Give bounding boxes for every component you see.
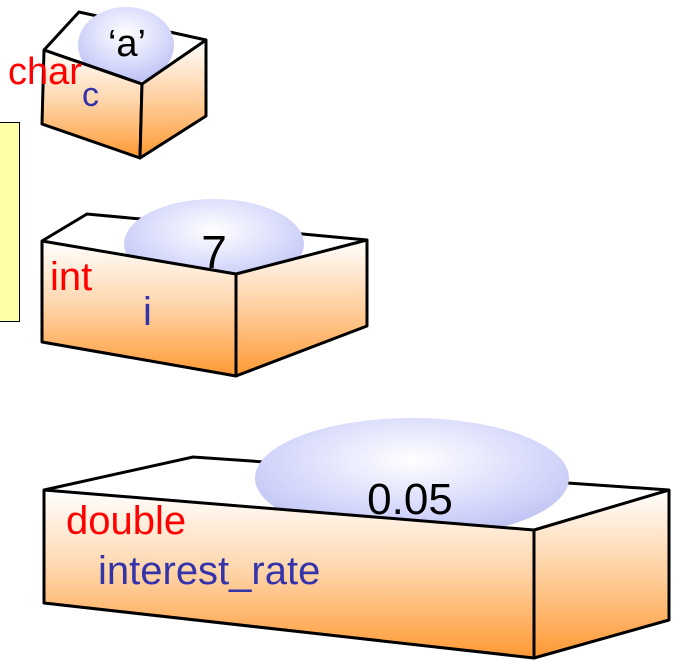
char-name-label: c	[82, 76, 99, 114]
char-value-label: ‘a’	[108, 23, 146, 65]
char-variable-box: ‘a’ char c	[8, 7, 208, 160]
double-value-blob	[255, 418, 569, 538]
char-box-side-face	[138, 38, 208, 160]
partial-note-box	[0, 122, 20, 322]
double-name-label: interest_rate	[98, 549, 320, 593]
int-box-side-face	[234, 238, 369, 378]
double-type-label: double	[66, 499, 186, 543]
char-type-label: char	[8, 51, 82, 93]
double-box-side-face	[532, 488, 671, 660]
char-value-blob	[78, 7, 174, 83]
int-value-label: 7	[201, 226, 227, 278]
double-value-label: 0.05	[367, 475, 453, 524]
char-box-rim	[43, 48, 143, 86]
int-name-label: i	[143, 290, 152, 334]
int-variable-box: 7 int i	[40, 199, 369, 378]
int-type-label: int	[50, 255, 92, 299]
double-variable-box: 0.05 double interest_rate	[42, 418, 671, 660]
